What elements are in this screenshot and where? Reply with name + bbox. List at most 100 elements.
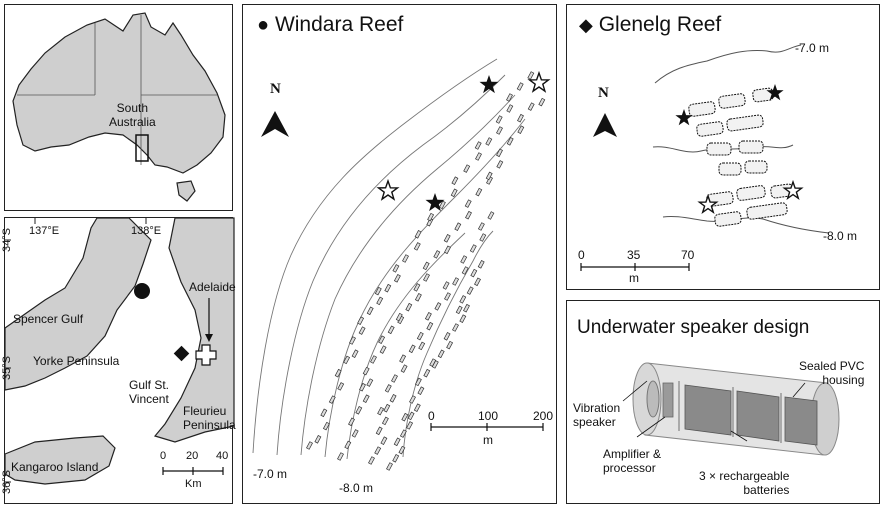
reef-module — [444, 245, 451, 255]
reef-module — [384, 283, 392, 293]
reef-module — [393, 437, 401, 447]
pvc-housing-label: Sealed PVC housing — [799, 359, 865, 387]
reef-module — [470, 268, 478, 278]
windara-star-filled-1 — [479, 75, 499, 94]
reef-module — [474, 141, 482, 150]
reef-module — [414, 293, 422, 302]
windara-depth-7: -7.0 m — [253, 467, 288, 481]
kangaroo-island-label: Kangaroo Island — [11, 460, 99, 474]
reef-module — [477, 260, 485, 269]
reef-module — [334, 368, 342, 378]
amplifier-label: Amplifier & processor — [603, 447, 662, 475]
reef-module — [391, 374, 398, 383]
glenelg-star-open-1 — [697, 193, 719, 215]
reef-module — [355, 406, 363, 415]
reef-module — [362, 394, 370, 403]
reef-block — [696, 121, 724, 137]
reef-module — [452, 323, 459, 332]
reef-module — [414, 377, 422, 387]
reef-module — [469, 244, 477, 253]
reef-module — [424, 312, 432, 321]
reef-module — [357, 316, 365, 325]
reef-module — [306, 441, 313, 450]
lat-label-35: 35°S — [0, 356, 13, 380]
reef-module — [506, 104, 514, 113]
windara-north-label: N — [270, 81, 281, 97]
battery-1 — [684, 384, 732, 436]
fleurieu-land — [153, 217, 235, 443]
state-label: South Australia — [109, 101, 156, 129]
glenelg-reef-panel: ◆ Glenelg Reef N -7.0 m -8.0 m 0 35 70 m — [566, 4, 880, 290]
reef-module — [377, 406, 385, 416]
reef-module — [434, 302, 442, 311]
glenelg-scale-unit: m — [629, 271, 639, 285]
reef-module — [460, 255, 468, 264]
reef-module — [527, 71, 535, 80]
reef-module — [463, 164, 471, 173]
reef-module — [395, 312, 403, 322]
reef-module — [459, 295, 467, 304]
reef-module — [496, 160, 504, 169]
speaker-title: Underwater speaker design — [577, 317, 810, 338]
windara-scale-tick-200: 200 — [533, 409, 554, 423]
reef-module — [465, 210, 472, 220]
australia-map — [12, 12, 226, 202]
reef-module — [506, 137, 514, 146]
windara-scale-bar — [430, 423, 544, 431]
windara-contour-3 — [300, 94, 516, 456]
reef-module — [413, 242, 421, 251]
reef-module — [351, 349, 359, 358]
reef-module — [452, 277, 460, 286]
reef-module — [348, 417, 355, 427]
reef-block — [718, 162, 742, 176]
australia-mainland — [12, 12, 226, 174]
reef-module — [337, 452, 344, 461]
speaker-design-panel: Underwater speaker design Vibration spea… — [566, 300, 880, 504]
reef-module — [423, 368, 431, 378]
reef-module — [461, 266, 469, 275]
reef-module — [433, 250, 441, 259]
reef-module — [349, 336, 356, 345]
reef-module — [417, 386, 425, 395]
windara-title: ● Windara Reef — [257, 13, 404, 36]
reef-module — [386, 462, 393, 471]
reef-module — [399, 429, 407, 438]
reef-module — [426, 321, 434, 331]
glenelg-north-arrow — [593, 113, 617, 137]
tasmania — [176, 180, 196, 202]
reef-module — [418, 341, 426, 351]
reef-module — [366, 378, 374, 387]
gulf-scale-tick-20: 20 — [186, 450, 199, 462]
gulf-scale-tick-40: 40 — [216, 450, 229, 462]
reef-module — [459, 314, 467, 323]
reef-module — [416, 331, 424, 341]
reef-block — [746, 202, 788, 220]
adelaide-label: Adelaide — [189, 280, 236, 294]
reef-module — [399, 354, 407, 363]
glenelg-star-filled-1 — [766, 84, 784, 101]
reef-module — [400, 364, 408, 373]
reef-module — [444, 292, 451, 301]
reef-module — [381, 416, 389, 426]
reef-module — [485, 137, 493, 146]
windara-star-open-1 — [527, 70, 551, 93]
glenelg-reef-map — [580, 44, 830, 271]
reef-module — [405, 302, 413, 312]
reef-module — [477, 222, 485, 231]
reef-module — [517, 125, 525, 134]
reef-block — [752, 87, 774, 103]
reef-module — [414, 230, 422, 239]
reef-block — [718, 93, 746, 109]
reef-module — [427, 212, 435, 222]
windara-north-arrow — [261, 111, 289, 137]
reef-module — [366, 306, 374, 316]
glenelg-scale-bar — [580, 263, 690, 271]
windara-scale-tick-0: 0 — [428, 409, 435, 423]
reef-module — [351, 429, 359, 438]
adelaide-marker — [195, 344, 217, 366]
windara-scale-unit: m — [483, 433, 493, 447]
windara-reef-map — [252, 58, 551, 471]
reef-module — [378, 335, 386, 344]
reef-module — [358, 326, 366, 335]
reef-module — [374, 446, 382, 455]
